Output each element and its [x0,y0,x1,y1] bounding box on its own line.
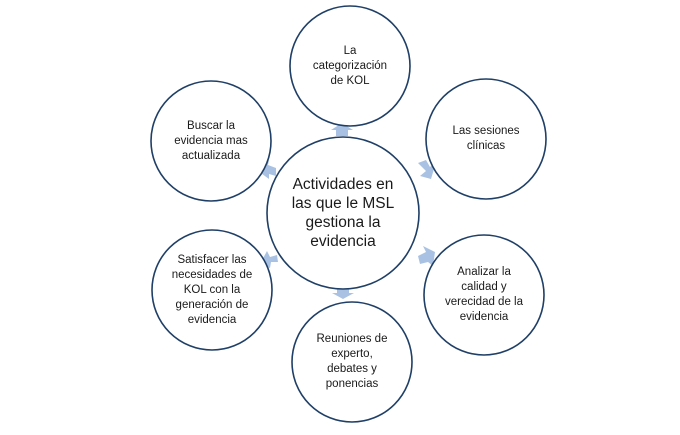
node-label-top-right: Las sesiones clínicas [452,125,520,152]
arrow-to-top-right [418,160,436,179]
node-circle-top-left [150,80,272,202]
node-circle-bottom-left [151,229,273,351]
arrow-to-bottom [332,289,354,299]
node-label-top: La categorización de KOL [312,44,388,87]
node-label-bottom-left: Satisfacer las necesidades de KOL con la… [171,253,253,326]
node-label-bottom-right: Analizar la calidad y verecidad de la ev… [445,266,523,323]
arrow-to-bottom-right [418,246,435,266]
node-label-bottom: Reuniones de experto, debates y ponencia… [316,333,388,390]
node-circle-bottom-right [423,234,545,356]
center-label: Actividades en las que le MSL gestiona l… [291,176,395,250]
arrow-to-top [331,123,353,136]
node-circle-bottom [291,301,413,423]
node-circle-top-right [425,78,547,200]
node-label-top-left: Buscar la evidencia mas actualizada [174,119,248,162]
center-circle [266,136,420,290]
arrow-to-top-left [258,160,276,179]
node-circle-top [289,5,411,127]
